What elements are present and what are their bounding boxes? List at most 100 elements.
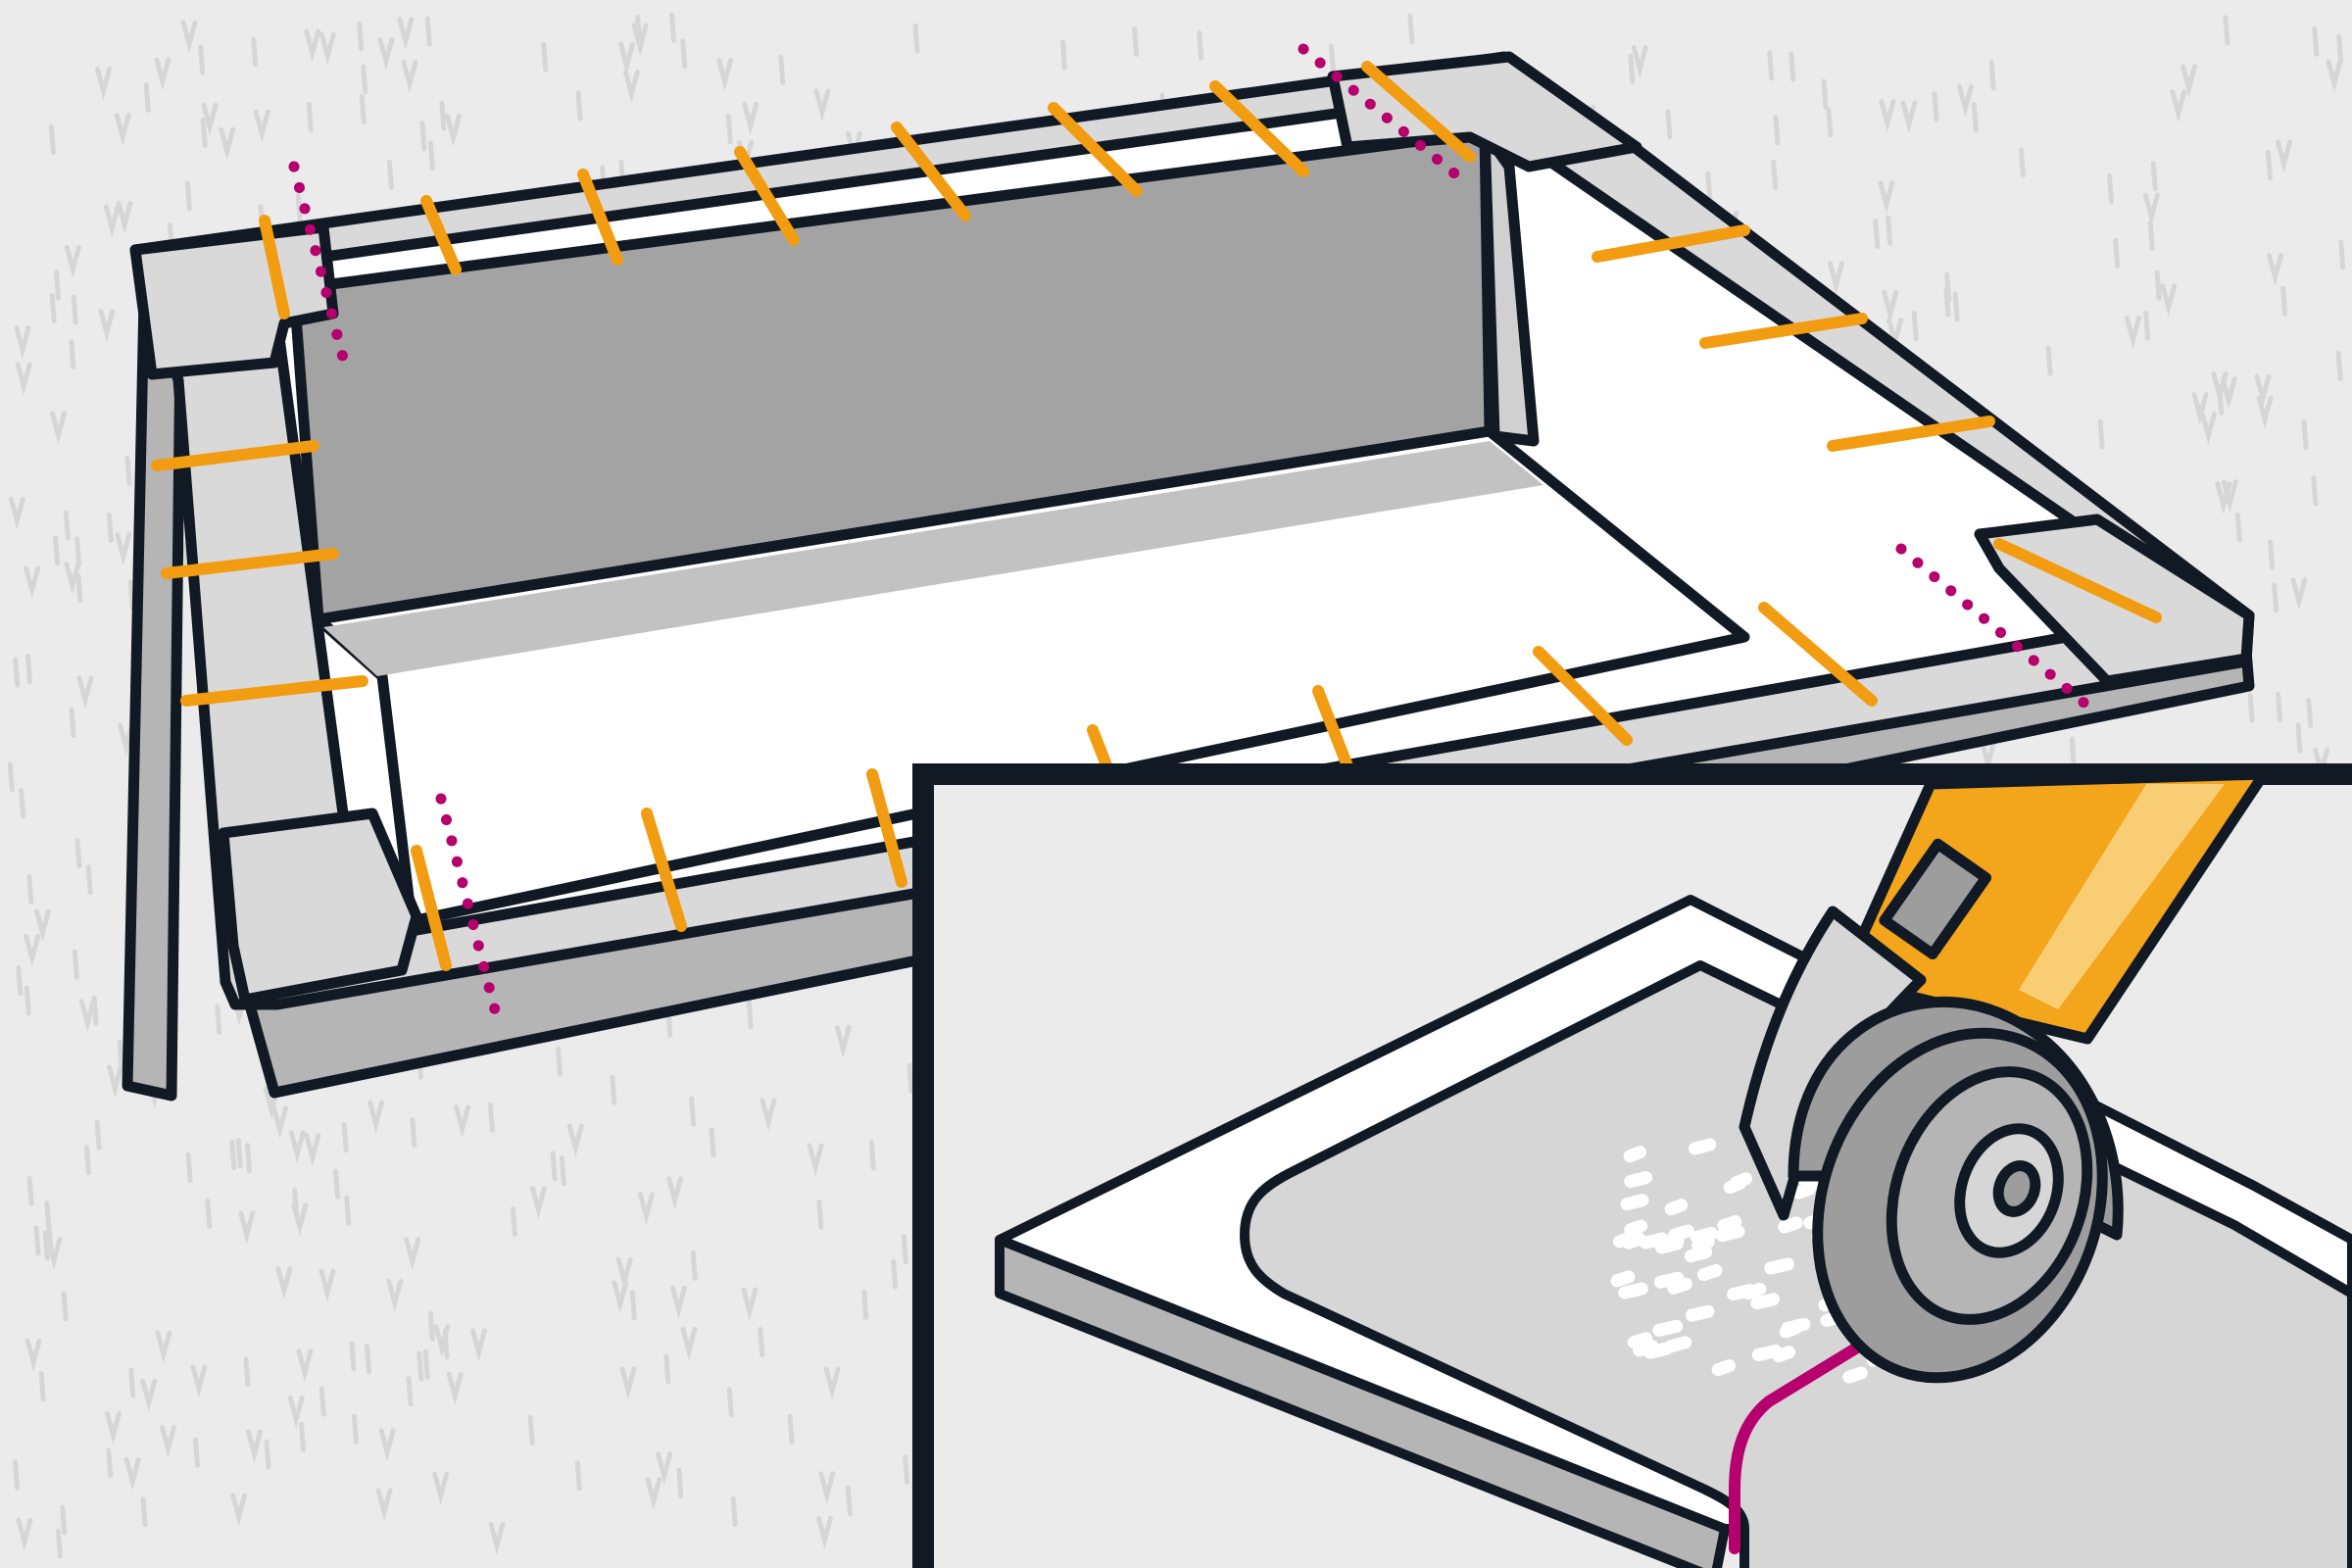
grass-mark — [637, 1192, 655, 1226]
grass-mark — [2069, 736, 2077, 767]
grass-mark — [726, 1387, 734, 1418]
grass-mark — [304, 1133, 321, 1167]
grass-mark — [352, 1413, 360, 1445]
grass-mark — [432, 1471, 450, 1505]
grass-mark — [529, 1186, 547, 1220]
grass-mark — [154, 57, 172, 91]
dust-particle — [1711, 1359, 1737, 1377]
grass-mark — [74, 838, 82, 869]
dust-particle — [1612, 1231, 1638, 1249]
grass-mark — [2276, 692, 2283, 723]
grass-mark — [1407, 14, 1415, 45]
grass-mark — [106, 512, 114, 543]
grass-mark — [2265, 150, 2273, 181]
grass-mark — [1628, 53, 1636, 84]
grass-mark — [903, 1454, 910, 1486]
grass-mark — [106, 1064, 123, 1099]
grass-mark — [264, 1439, 271, 1470]
joint-mark-icon — [151, 440, 319, 471]
grass-mark — [656, 1451, 673, 1486]
dust-particle — [1691, 1235, 1715, 1252]
grass-mark — [834, 1024, 852, 1058]
grass-mark — [244, 1143, 252, 1174]
grass-mark — [488, 1521, 506, 1555]
grass-mark — [2268, 539, 2276, 570]
grass-mark — [24, 565, 41, 600]
grass-mark — [427, 140, 435, 172]
grass-mark — [33, 908, 51, 943]
grass-mark — [566, 1123, 584, 1157]
grass-mark — [2045, 345, 2053, 376]
dust-particle — [1627, 1332, 1653, 1349]
grass-mark — [906, 1062, 914, 1094]
slab-icon — [129, 221, 339, 380]
joint-mark-icon — [1827, 416, 1995, 452]
grass-mark — [1873, 219, 1881, 250]
grass-mark — [815, 1515, 833, 1549]
grass-mark — [2336, 33, 2344, 65]
inset-cut-slab — [1240, 960, 2352, 1568]
grass-mark — [716, 57, 734, 91]
grass-mark — [1827, 261, 1844, 295]
joint-mark-icon — [1592, 224, 1750, 263]
grass-mark — [2338, 239, 2346, 270]
grass-mark — [404, 1237, 421, 1271]
grass-mark — [669, 1285, 687, 1319]
grass-mark — [83, 1145, 91, 1176]
grass-mark — [622, 70, 640, 104]
grass-mark — [1059, 39, 1067, 71]
grass-mark — [341, 1122, 349, 1153]
grass-mark — [2147, 220, 2155, 252]
joint-mark-icon — [411, 845, 452, 971]
dust-particle — [1727, 1284, 1757, 1301]
grass-mark — [275, 1266, 293, 1300]
grass-mark — [140, 1496, 148, 1528]
grass-mark — [470, 1328, 488, 1362]
grass-mark — [375, 1488, 393, 1522]
grass-mark — [128, 1367, 136, 1398]
grass-mark — [541, 41, 549, 73]
dust-particle — [1610, 1270, 1636, 1288]
grass-mark — [1788, 51, 1796, 82]
grass-mark — [116, 200, 133, 234]
grass-mark — [807, 1143, 824, 1177]
grass-mark — [85, 864, 93, 896]
grass-mark — [38, 1371, 46, 1402]
grass-mark — [106, 1447, 114, 1479]
dust-particle — [1764, 1257, 1794, 1275]
grass-mark — [318, 1268, 336, 1302]
dust-particle — [1624, 1219, 1648, 1237]
grass-mark — [510, 1205, 517, 1237]
pond-floor-shadow — [323, 441, 1544, 676]
grass-mark — [422, 1348, 430, 1380]
grass-mark — [1767, 50, 1775, 81]
grass-mark — [69, 707, 76, 738]
grass-mark — [2107, 173, 2115, 205]
grass-mark — [2170, 89, 2187, 123]
grass-mark — [123, 1456, 141, 1491]
cut-line-icon — [435, 793, 506, 1035]
dust-particle — [1620, 1194, 1649, 1211]
grass-mark — [318, 31, 336, 66]
grass-mark — [2220, 376, 2237, 411]
grass-mark — [742, 101, 760, 135]
grass-mark — [53, 535, 61, 566]
grass-mark — [246, 1429, 264, 1463]
grass-mark — [155, 1330, 172, 1364]
joint-mark-icon — [1209, 80, 1309, 177]
grass-mark — [98, 309, 116, 343]
grass-mark — [618, 41, 636, 75]
grass-mark — [69, 339, 76, 370]
grass-mark — [1932, 91, 1939, 122]
grass-mark — [78, 999, 96, 1033]
grass-mark — [416, 1350, 424, 1382]
grass-mark — [406, 1376, 414, 1407]
dust-particle — [1750, 1293, 1780, 1310]
grass-mark — [2326, 59, 2343, 93]
grass-mark — [143, 81, 151, 113]
grass-mark — [292, 1188, 300, 1219]
grass-mark — [1952, 291, 1960, 322]
grass-mark — [439, 100, 447, 131]
grass-mark — [2150, 161, 2158, 192]
joint-mark-icon — [1758, 602, 1878, 707]
